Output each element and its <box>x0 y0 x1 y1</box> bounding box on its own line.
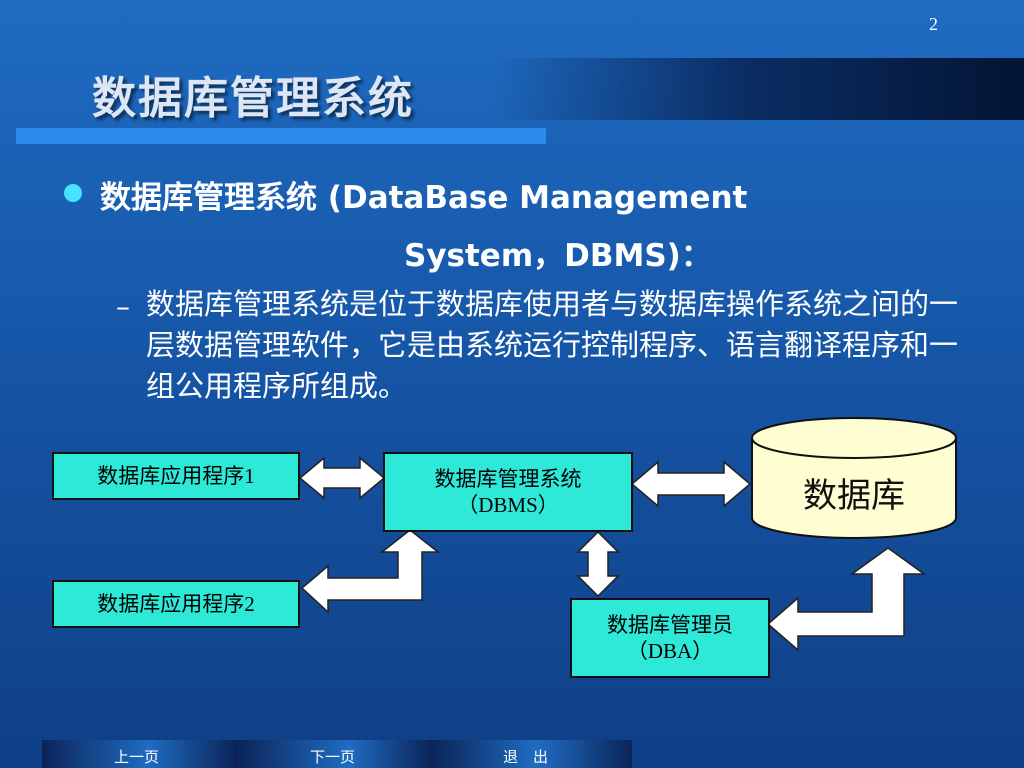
footer-nav-bar <box>42 740 632 768</box>
title-band <box>0 58 1024 120</box>
dba-label-line1: 数据库管理员 <box>607 613 733 637</box>
app2-label: 数据库应用程序2 <box>97 592 255 616</box>
double-arrow-app1-dbms <box>298 456 386 500</box>
exit-link[interactable]: 退 出 <box>503 748 549 766</box>
prev-page-link[interactable]: 上一页 <box>114 748 160 766</box>
app2-box: 数据库应用程序2 <box>52 580 300 628</box>
bullet-text-line1: 数据库管理系统 (DataBase Management <box>100 180 748 216</box>
elbow-arrow-dba-database <box>766 547 927 652</box>
bullet-text-line2: System，DBMS)： <box>404 238 712 274</box>
sub-bullet-dash: – <box>116 290 130 323</box>
dbms-label-line1: 数据库管理系统 <box>434 467 582 491</box>
dba-box: 数据库管理员 （DBA） <box>570 598 770 678</box>
dbms-box: 数据库管理系统 （DBMS） <box>383 452 633 532</box>
double-arrow-dbms-dba <box>576 530 620 598</box>
bullet-dot-icon <box>64 184 82 202</box>
double-arrow-dbms-database <box>630 460 752 508</box>
database-label: 数据库 <box>803 476 905 516</box>
app1-label: 数据库应用程序1 <box>97 464 255 488</box>
elbow-arrow-app2-dbms <box>300 529 441 614</box>
sub-bullet-text: 数据库管理系统是位于数据库使用者与数据库操作系统之间的一层数据管理软件，它是由系… <box>146 287 959 403</box>
page-number: 2 <box>929 14 938 34</box>
app1-box: 数据库应用程序1 <box>52 452 300 500</box>
title-underline <box>16 128 546 144</box>
database-cylinder <box>751 417 957 539</box>
slide-title: 数据库管理系统 <box>92 73 414 124</box>
dbms-label-line2: （DBMS） <box>457 493 559 517</box>
next-page-link[interactable]: 下一页 <box>310 748 356 766</box>
dba-label-line2: （DBA） <box>626 639 714 663</box>
